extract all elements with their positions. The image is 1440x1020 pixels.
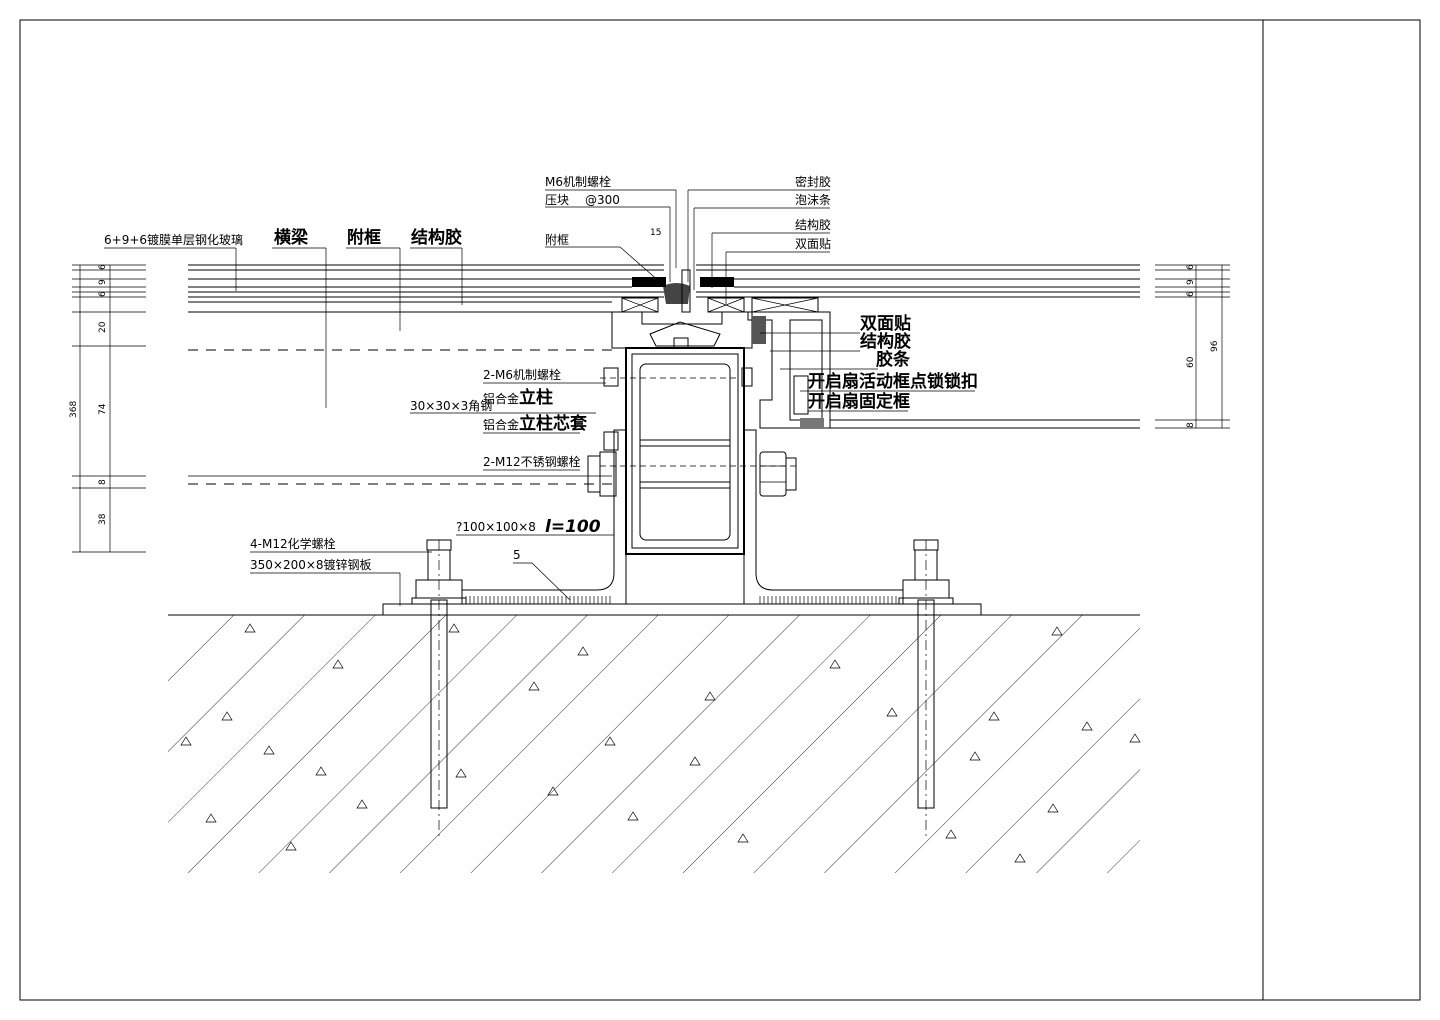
m6-bolts: [603, 367, 753, 451]
label-weld: 5: [513, 548, 521, 562]
label-double-tape-top: 双面贴: [795, 237, 831, 251]
label-sash-fixed: 开启扇固定框: [808, 391, 910, 412]
label-base-plate: 350×200×8镀锌钢板: [250, 558, 372, 572]
dim-right-9: 9: [1186, 279, 1196, 285]
dim-left-38: 38: [98, 513, 108, 525]
dim-right-60: 60: [1186, 356, 1196, 368]
dim-left-9: 9: [98, 279, 108, 285]
sub-frame-and-pressing-block: [611, 269, 753, 349]
label-angle-100: ?100×100×8: [456, 520, 536, 534]
label-structural-glue-right: 结构胶: [860, 331, 911, 352]
base-steel-plate: [382, 596, 982, 616]
dim-left-74: 74: [98, 403, 108, 415]
drawing-border: [19, 19, 1421, 1001]
dim-right-6a: 6: [1186, 264, 1196, 270]
anchor-bolt-right: [898, 539, 954, 840]
label-glass: 6+9+6镀膜单层钢化玻璃: [104, 233, 243, 247]
label-structural-glue: 结构胶: [411, 227, 462, 248]
dim-left-20: 20: [98, 321, 108, 333]
label-sub-frame-top: 附框: [545, 233, 569, 247]
label-sub-frame: 附框: [347, 227, 381, 248]
label-bolt-2m6: 2-M6机制螺栓: [483, 367, 561, 382]
dim-right-6b: 6: [1186, 291, 1196, 297]
label-chem-bolt: 4-M12化学螺栓: [250, 536, 336, 551]
label-double-tape-right: 双面贴: [860, 313, 911, 334]
label-sealant: 密封胶: [795, 174, 831, 189]
dim-left-total: 368: [69, 401, 79, 418]
dim-left-6b: 6: [98, 291, 108, 297]
dimension-chain-left: [72, 264, 146, 553]
dim-right-total: 96: [1210, 340, 1220, 352]
label-alu-core-prefix: 铝合金: [483, 417, 519, 432]
label-structural-glue-top: 结构胶: [795, 217, 831, 232]
label-sash-lock: 开启扇活动框点锁锁扣: [808, 371, 978, 392]
glass-panel-left: [188, 264, 664, 485]
leader-lines: [104, 189, 975, 606]
dim-left-8: 8: [98, 479, 108, 485]
label-rubber-strip: 胶条: [876, 349, 911, 370]
concrete-foundation: [168, 614, 1141, 873]
label-angle-30: 30×30×3角钢: [410, 399, 492, 413]
dim-right-8: 8: [1186, 422, 1196, 428]
label-angle-len: l=100: [545, 517, 601, 537]
m12-bolts: [587, 451, 797, 497]
label-alu-mullion: 立柱: [519, 387, 553, 408]
label-pressing-block: 压块: [545, 193, 569, 207]
label-alu-mullion-prefix: 铝合金: [483, 391, 519, 406]
dim-left-6a: 6: [98, 264, 108, 270]
label-foam-strip: 泡沫条: [795, 193, 831, 207]
label-transom: 横梁: [274, 227, 309, 248]
steel-angle-brackets: [461, 429, 904, 605]
dimension-chain-right: [1155, 264, 1230, 429]
label-m6-bolt: M6机制螺栓: [545, 174, 611, 189]
label-bolt-2m12: 2-M12不锈钢螺栓: [483, 454, 581, 469]
aluminum-mullion: [600, 347, 800, 555]
label-alu-core: 立柱芯套: [519, 413, 588, 434]
label-spacing: @300: [585, 193, 620, 207]
glass-panel-right: [696, 264, 1140, 429]
dim-angle-15: 15: [650, 228, 661, 238]
